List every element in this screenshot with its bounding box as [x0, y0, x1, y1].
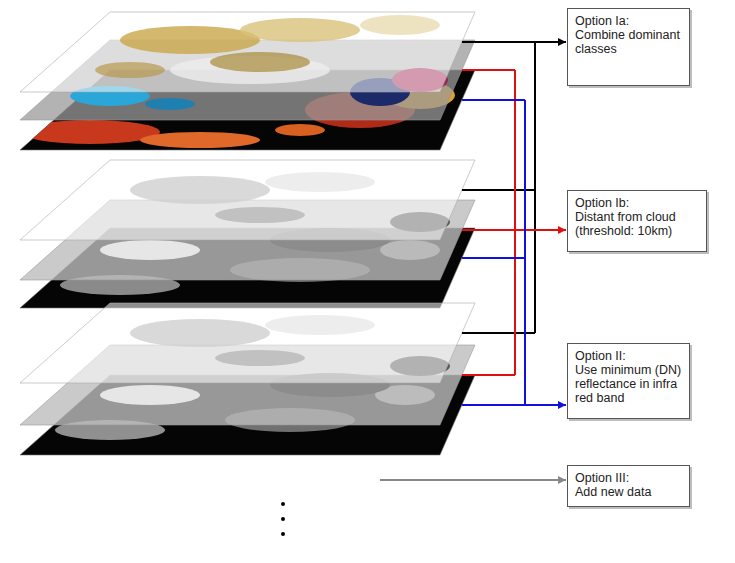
option-box: Option Ib:Distant from cloud (threshold:…	[567, 190, 707, 252]
option-text: Add new data	[575, 485, 682, 499]
option-text: Combine dominant classes	[575, 28, 682, 56]
option-heading: Option Ib:	[575, 196, 699, 210]
option-text: Distant from cloud (threshold: 10km)	[575, 210, 699, 238]
option-box: Option Ia:Combine dominant classes	[567, 8, 690, 86]
option-box: Option II:Use minimum (DN) reflectance i…	[567, 343, 690, 419]
option-box: Option III:Add new data	[567, 465, 690, 507]
option-text: Use minimum (DN) reflectance in infra re…	[575, 363, 682, 405]
option-heading: Option Ia:	[575, 14, 682, 28]
option-heading: Option III:	[575, 471, 682, 485]
option-heading: Option II:	[575, 349, 682, 363]
